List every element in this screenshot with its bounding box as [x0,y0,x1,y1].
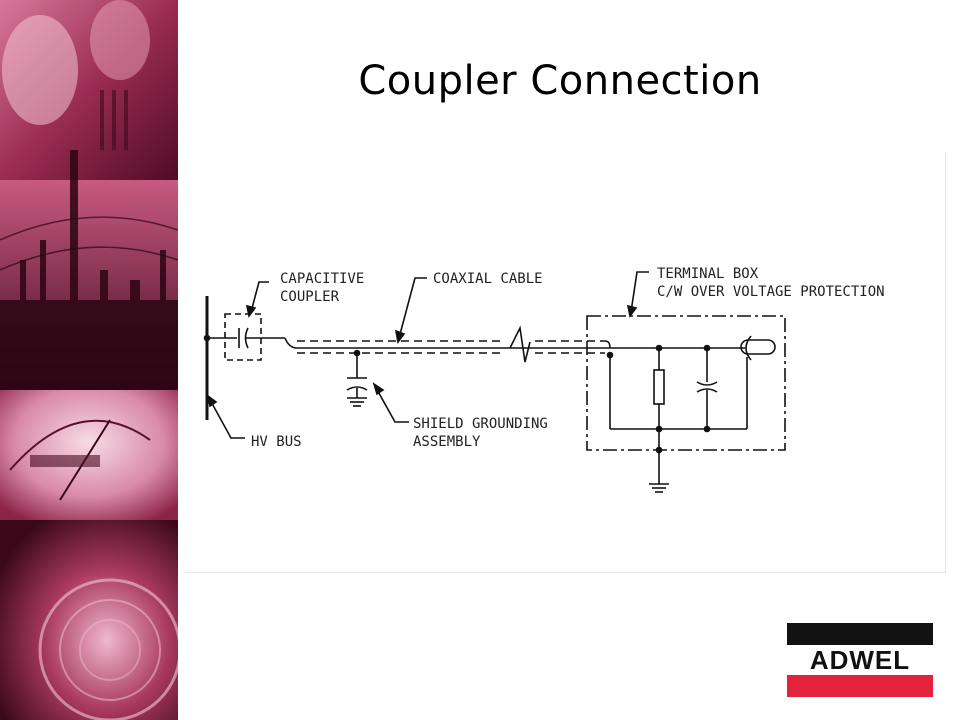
arrowhead [206,394,218,408]
arrowhead [372,382,385,396]
substation-silhouette [0,150,178,390]
logo-top-bar [787,623,933,645]
meter-arc [9,419,151,471]
generator-ring [79,619,141,681]
capacitor-plate [696,388,718,393]
coax-shield-termination [604,340,611,349]
photo-generator [0,520,178,720]
tube-pin [112,90,116,150]
generator-ring [38,578,178,720]
side-image-collage [0,0,178,720]
slide-title: Coupler Connection [358,58,762,104]
capacitive-coupler-box [224,313,262,361]
label-terminal-box-line2: C/W OVER VOLTAGE PROTECTION [657,284,885,300]
terminal-box [586,315,786,451]
label-shield-grounding-line2: ASSEMBLY [413,434,481,450]
arrowhead [245,304,257,318]
leader-shield-grounding [374,385,409,423]
shield-ground-cap-curved [346,386,368,391]
leader-terminal-box [630,271,649,313]
capacitor-plate [696,381,718,386]
power-lines [0,216,178,271]
label-hv-bus: HV BUS [251,434,302,450]
label-capacitive-coupler-line2: COUPLER [280,289,340,305]
coax-center-conductor [284,337,610,349]
coupler-connection-diagram: CAPACITIVE COUPLER COAXIAL CABLE TERMINA… [203,266,885,493]
tube-pin [124,90,128,150]
adwel-logo: ADWEL [787,623,933,697]
arrowhead [626,304,638,318]
logo-text: ADWEL [809,645,911,675]
label-coaxial-cable: COAXIAL CABLE [433,271,543,287]
tube-pin [100,90,104,150]
cable-break [509,325,531,363]
generator-ring [59,599,161,701]
tube-glow [90,0,150,80]
capacitor-node [703,425,711,433]
tube-glow [2,15,78,125]
resistor [653,369,665,405]
spark-gap-electrode [740,339,776,355]
leader-hv-bus [208,397,245,439]
leader-coaxial-cable [398,277,427,339]
spark-gap-hook [745,335,752,361]
logo-bottom-bar [787,675,933,697]
label-capacitive-coupler-line1: CAPACITIVE [280,271,364,287]
label-terminal-box-line1: TERMINAL BOX [657,266,759,282]
arrowhead [394,329,406,344]
label-shield-grounding-line1: SHIELD GROUNDING [413,416,548,432]
meter-window [30,455,100,467]
leader-capacitive-coupler [250,281,269,313]
diagram-panel: CAPACITIVE COUPLER COAXIAL CABLE TERMINA… [185,152,946,573]
